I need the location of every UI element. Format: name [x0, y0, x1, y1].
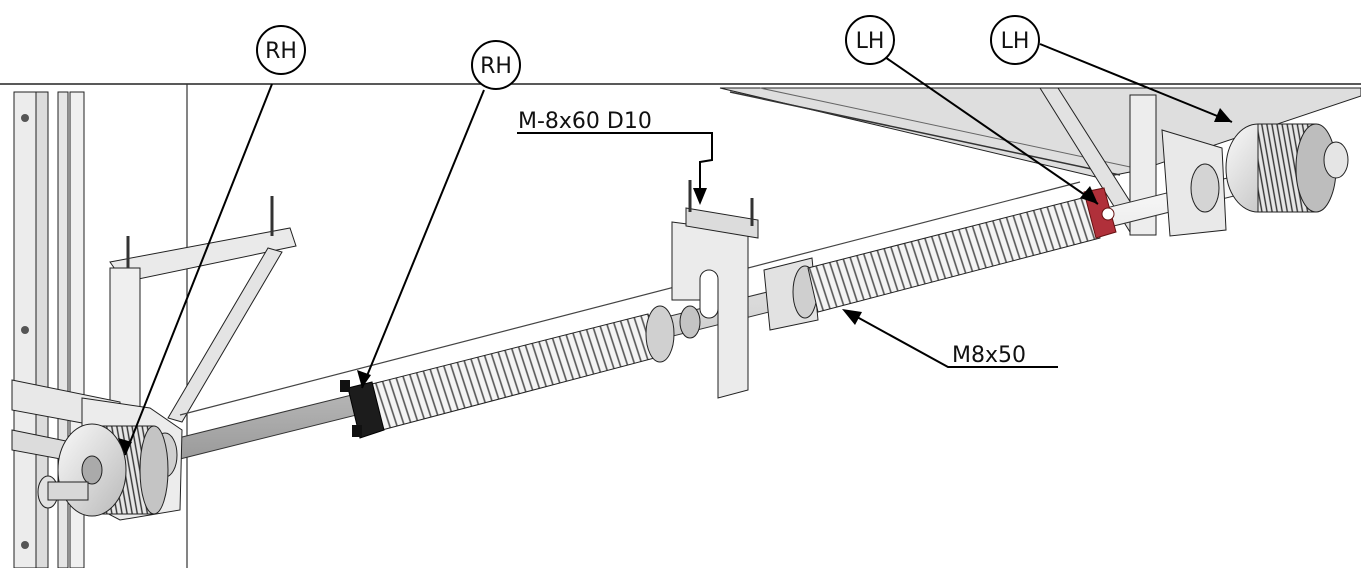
right-torsion-spring	[807, 195, 1101, 313]
svg-text:LH: LH	[856, 29, 885, 54]
svg-text:M-8x60 D10: M-8x60 D10	[518, 109, 652, 134]
callout-cone-bolt: M8x50	[952, 343, 1026, 368]
callout-leaders	[118, 43, 1233, 456]
left-angle-bracket	[109, 196, 297, 423]
callout-lh-right: LH	[990, 15, 1040, 65]
left-torsion-spring	[367, 313, 663, 431]
svg-text:RH: RH	[265, 39, 297, 64]
callout-bracket-bolt: M-8x60 D10	[518, 109, 652, 134]
callout-rh-left: RH	[256, 25, 306, 75]
center-bearing-bracket	[671, 180, 759, 399]
svg-text:M8x50: M8x50	[952, 343, 1026, 368]
right-end-bearing-plate	[1161, 129, 1227, 237]
callout-rh-mid: RH	[471, 40, 521, 90]
callout-lh-mid: LH	[845, 15, 895, 65]
left-winding-cone	[340, 380, 385, 439]
left-cable-drum	[37, 423, 169, 517]
svg-text:LH: LH	[1001, 29, 1030, 54]
right-cable-drum	[1225, 123, 1349, 213]
left-stationary-cone	[645, 305, 701, 363]
background-structure	[0, 83, 1361, 568]
lift-cable	[179, 181, 1081, 416]
svg-text:RH: RH	[480, 54, 512, 79]
